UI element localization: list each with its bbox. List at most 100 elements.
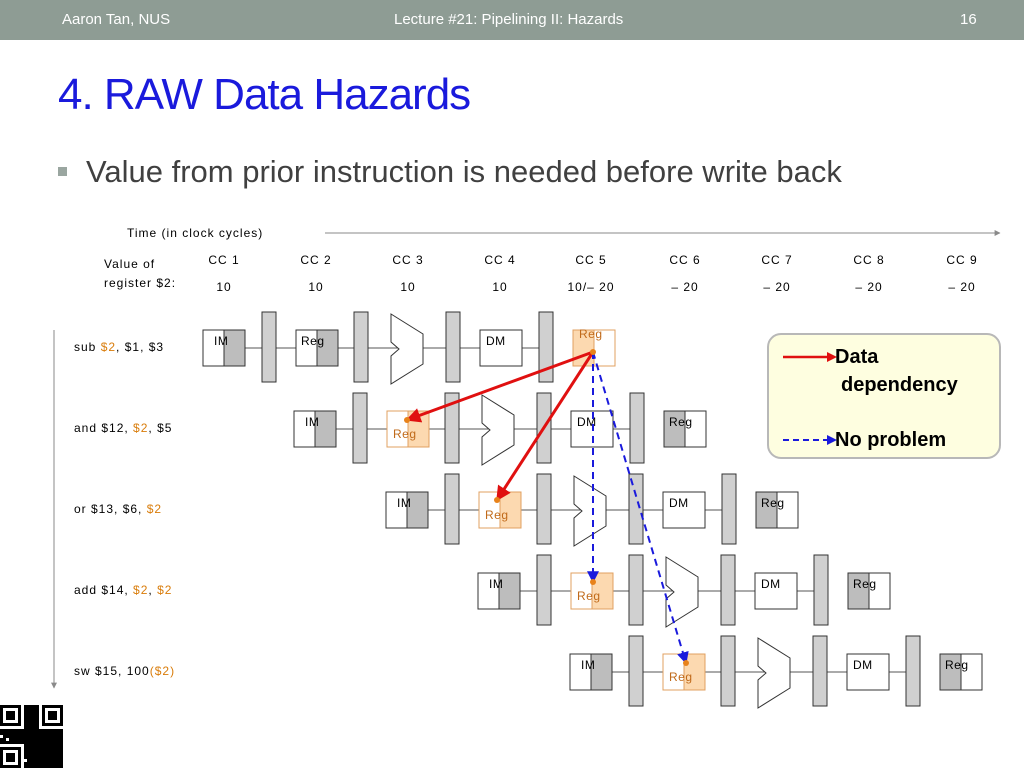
reg-label: Reg: [669, 670, 693, 684]
reg-label: Reg: [577, 589, 601, 603]
data-memory-box: [479, 329, 523, 367]
instruction-label: sub $2, $1, $3: [74, 340, 164, 354]
value-label-line2: register $2:: [104, 276, 176, 290]
im-label: IM: [581, 658, 595, 672]
cc-label: CC 6: [669, 253, 700, 267]
register-value: 10: [308, 280, 323, 294]
data-dependency-arrow: [495, 351, 595, 502]
dm-label: DM: [577, 415, 597, 429]
cc-label: CC 4: [484, 253, 515, 267]
time-axis-label: Time (in clock cycles): [127, 226, 263, 240]
register-value: – 20: [763, 280, 790, 294]
reg-label: Reg: [669, 415, 693, 429]
source-dot: [590, 349, 596, 355]
reg-label: Reg: [579, 327, 603, 341]
pipeline-register: [629, 392, 645, 464]
data-memory-box: [662, 491, 706, 529]
clock-cycle-headers: CC 1 10 CC 2 10 CC 3 10 CC 4 10 CC 5 10/– 20 CC 6 –…: [208, 253, 977, 294]
im-label: IM: [214, 334, 228, 348]
reg-label: Reg: [393, 427, 417, 441]
target-dot: [683, 660, 689, 666]
no-problem-arrow: [592, 351, 689, 665]
bullet-text: Value from prior instruction is needed b…: [86, 154, 842, 189]
cc-label: CC 2: [300, 253, 331, 267]
pipeline-register: [538, 311, 554, 383]
pipeline-register: [444, 392, 460, 464]
data-dependency-arrow-icon: [783, 352, 837, 362]
instruction-label: add $14, $2, $2: [74, 583, 172, 597]
slide-title: 4. RAW Data Hazards: [58, 70, 471, 119]
dm-label: DM: [761, 577, 781, 591]
register-value: 10: [492, 280, 507, 294]
register-value: – 20: [855, 280, 882, 294]
legend-data-dependency-line2: dependency: [841, 374, 958, 396]
pipeline-register: [721, 473, 737, 545]
dependency-arrows: [404, 349, 689, 666]
pipeline-register: [628, 635, 644, 707]
dm-label: DM: [486, 334, 506, 348]
target-dot: [404, 417, 410, 423]
cc-label: CC 7: [761, 253, 792, 267]
cc-label: CC 5: [575, 253, 606, 267]
author-label: Aaron Tan, NUS: [62, 11, 171, 28]
instruction-label: or $13, $6, $2: [74, 502, 162, 516]
alu-shape: [573, 475, 607, 547]
pipeline-register: [628, 554, 644, 626]
pipeline-register: [352, 392, 368, 464]
instruction-labels: sub $2, $1, $3 and $12, $2, $5 or $13, $6,…: [74, 340, 175, 678]
qr-code-icon: [0, 705, 63, 768]
target-dot: [590, 579, 596, 585]
register-value: 10: [400, 280, 415, 294]
alu-shape: [390, 313, 424, 385]
im-label: IM: [397, 496, 411, 510]
register-value: 10/– 20: [567, 280, 614, 294]
reg-label: Reg: [945, 658, 969, 672]
register-value: – 20: [948, 280, 975, 294]
pipeline-register: [444, 473, 460, 545]
legend-data-dependency-line1: Data: [835, 346, 879, 368]
reg-label: Reg: [485, 508, 509, 522]
lecture-title: Lecture #21: Pipelining II: Hazards: [394, 11, 624, 28]
register-value: 10: [216, 280, 231, 294]
reg-label: Reg: [761, 496, 785, 510]
cc-label: CC 9: [946, 253, 977, 267]
bullet-square-icon: [58, 167, 67, 176]
alu-shape: [757, 637, 791, 709]
cc-label: CC 3: [392, 253, 423, 267]
register-value: – 20: [671, 280, 698, 294]
legend-no-problem: No problem: [835, 429, 947, 451]
legend-box: Data dependency No problem: [767, 333, 1001, 459]
pipeline-register: [536, 473, 552, 545]
data-memory-box: [754, 572, 798, 610]
pipeline-register: [720, 635, 736, 707]
im-label: IM: [489, 577, 503, 591]
instruction-label: and $12, $2, $5: [74, 421, 172, 435]
target-dot: [494, 497, 500, 503]
pipeline-register: [445, 311, 461, 383]
pipeline-register: [813, 554, 829, 626]
pipeline-register: [536, 554, 552, 626]
alu-shape: [665, 556, 699, 628]
im-label: IM: [305, 415, 319, 429]
dm-label: DM: [853, 658, 873, 672]
pipeline-register: [353, 311, 369, 383]
cc-label: CC 8: [853, 253, 884, 267]
pipeline-register: [261, 311, 277, 383]
no-problem-arrow-icon: [783, 435, 837, 445]
pipeline-register: [812, 635, 828, 707]
data-dependency-arrow: [405, 350, 594, 423]
page-number: 16: [960, 11, 977, 28]
pipeline-register: [905, 635, 921, 707]
pipeline-register: [720, 554, 736, 626]
value-label-line1: Value of: [104, 257, 155, 271]
dm-label: DM: [669, 496, 689, 510]
data-memory-box: [846, 653, 890, 691]
reg-label: Reg: [301, 334, 325, 348]
cc-label: CC 1: [208, 253, 239, 267]
alu-shape: [481, 394, 515, 466]
instruction-label: sw $15, 100($2): [74, 664, 175, 678]
reg-label: Reg: [853, 577, 877, 591]
pipeline-register: [628, 473, 644, 545]
